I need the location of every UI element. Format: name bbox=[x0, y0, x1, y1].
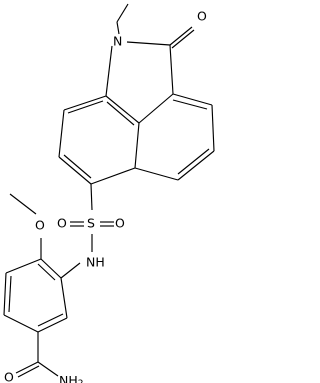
bond-ring-b4 bbox=[177, 150, 215, 181]
bond-n-carbonyl-c bbox=[126, 41, 171, 46]
bond-ring-a4 bbox=[90, 167, 136, 185]
nh-label: NH bbox=[86, 255, 105, 270]
bond-ring-a2 bbox=[58, 109, 65, 158]
nh2-main: NH bbox=[59, 373, 78, 383]
bond-ring-a3 bbox=[58, 156, 92, 185]
bond-ring-c4 bbox=[3, 314, 39, 333]
bond-n-aryl-c bbox=[105, 45, 113, 97]
sulfur-label: S bbox=[87, 216, 95, 231]
bond-carbonyl-c-ring bbox=[169, 44, 174, 95]
oxygen-sulfonyl-right-label: O bbox=[115, 216, 125, 231]
bond-c-s bbox=[90, 183, 93, 211]
bond-ring-c1 bbox=[40, 258, 62, 279]
bond-ethyl-n bbox=[116, 21, 120, 35]
structure-diagram: N O S O O NH O NH2 O bbox=[3, 3, 215, 383]
bond-co-2 bbox=[171, 29, 195, 49]
bond-ethyl-ch3 bbox=[116, 3, 129, 23]
bond-ring-c5-inner bbox=[37, 313, 64, 327]
nh2-label: NH2 bbox=[59, 373, 83, 383]
bond-ring-c1-inner bbox=[37, 263, 56, 281]
bond-ring-a5 bbox=[134, 122, 140, 169]
bond-o-ch3 bbox=[9, 193, 37, 215]
nh2-subscript: 2 bbox=[78, 379, 84, 383]
nitrogen-ring-label: N bbox=[113, 34, 122, 49]
bond-ring-b3 bbox=[211, 104, 215, 152]
bond-amide-o-1 bbox=[15, 361, 39, 374]
bond-ring-b5 bbox=[134, 167, 179, 181]
bond-ring-a1-inner bbox=[67, 100, 104, 114]
bond-ring-c2 bbox=[5, 258, 42, 274]
bond-amide-o-2 bbox=[17, 365, 40, 378]
oxygen-carbonyl-label: O bbox=[197, 9, 207, 24]
bond-ring-c5 bbox=[37, 317, 68, 333]
bond-ring-a1 bbox=[63, 95, 107, 111]
bond-co-1 bbox=[169, 26, 193, 46]
atom-labels: N O S O O NH O NH2 O bbox=[4, 9, 207, 383]
bond-ring-b1 bbox=[138, 93, 174, 124]
oxygen-methoxy-label: O bbox=[35, 218, 45, 233]
oxygen-sulfonyl-left-label: O bbox=[57, 216, 67, 231]
bond-ring-b2-inner bbox=[172, 99, 208, 110]
oxygen-amide-label: O bbox=[4, 370, 14, 383]
bond-amide-nh2 bbox=[37, 361, 59, 377]
bond-ring-a6 bbox=[105, 95, 140, 124]
bonds bbox=[3, 3, 215, 378]
bond-ring-b4-inner bbox=[177, 148, 210, 175]
bond-nh-c bbox=[60, 262, 81, 279]
bond-ring-c6 bbox=[60, 277, 68, 319]
bond-ring-c3-inner bbox=[8, 275, 12, 313]
bond-ring-c3 bbox=[3, 272, 7, 316]
bond-ring-a3-inner bbox=[63, 154, 92, 179]
bond-ring-a6-inner bbox=[106, 101, 135, 126]
bond-ring-b2 bbox=[172, 93, 213, 106]
